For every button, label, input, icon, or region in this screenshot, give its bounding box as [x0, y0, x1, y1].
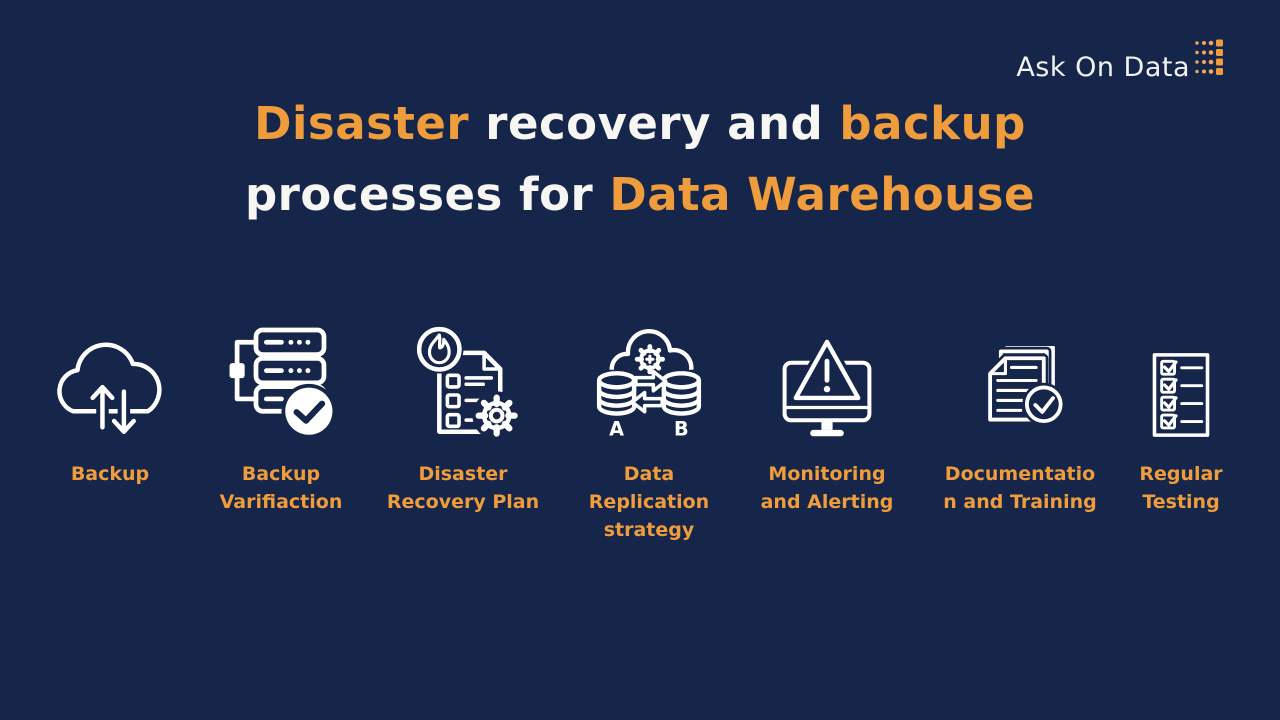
cloud-gear-database-sync-icon: A B — [593, 329, 705, 438]
monitor-warning-icon — [782, 337, 872, 437]
brand-name: Ask On Data — [1016, 52, 1190, 83]
step-regular-testing: Regular Testing — [1096, 322, 1266, 516]
step-backup-icon-box — [25, 322, 195, 438]
server-stack-check-icon — [229, 327, 337, 438]
documents-check-icon — [985, 346, 1066, 426]
checklist-icon — [1152, 353, 1210, 437]
step-monitoring-alerting-icon-box — [742, 322, 912, 438]
dot-grid-icon — [1195, 39, 1223, 75]
step-disaster-recovery-plan-icon-box — [378, 322, 548, 438]
step-label: Documentatio n and Training — [943, 463, 1097, 513]
step-documentation-training: Documentatio n and Training — [935, 322, 1105, 516]
step-label: Disaster Recovery Plan — [386, 463, 540, 513]
step-label: Data Replication strategy — [588, 463, 710, 541]
step-disaster-recovery-plan: Disaster Recovery Plan — [378, 322, 548, 516]
step-backup-verification: Backup Varifiaction — [196, 322, 366, 516]
step-data-replication: A B Data Replication strategy — [564, 322, 734, 544]
step-label: Regular Testing — [1139, 463, 1223, 513]
page-title: Disaster recovery and backup processes f… — [0, 88, 1280, 230]
step-label: Backup Varifiaction — [219, 463, 343, 513]
fire-document-gear-icon — [414, 326, 521, 438]
step-documentation-training-icon-box — [935, 322, 1105, 438]
database-b-label: B — [674, 417, 689, 438]
step-backup-verification-icon-box — [196, 322, 366, 438]
cloud-upload-download-icon — [56, 342, 162, 438]
step-backup: Backup — [25, 322, 195, 488]
title-line-1: Disaster recovery and backup — [254, 97, 1026, 150]
step-regular-testing-icon-box — [1096, 322, 1266, 438]
step-monitoring-alerting: Monitoring and Alerting — [742, 322, 912, 516]
title-line-2: processes for Data Warehouse — [244, 168, 1036, 221]
database-a-label: A — [609, 417, 624, 438]
step-label: Backup — [70, 463, 150, 485]
step-data-replication-icon-box: A B — [564, 322, 734, 438]
step-label: Monitoring and Alerting — [760, 463, 894, 513]
